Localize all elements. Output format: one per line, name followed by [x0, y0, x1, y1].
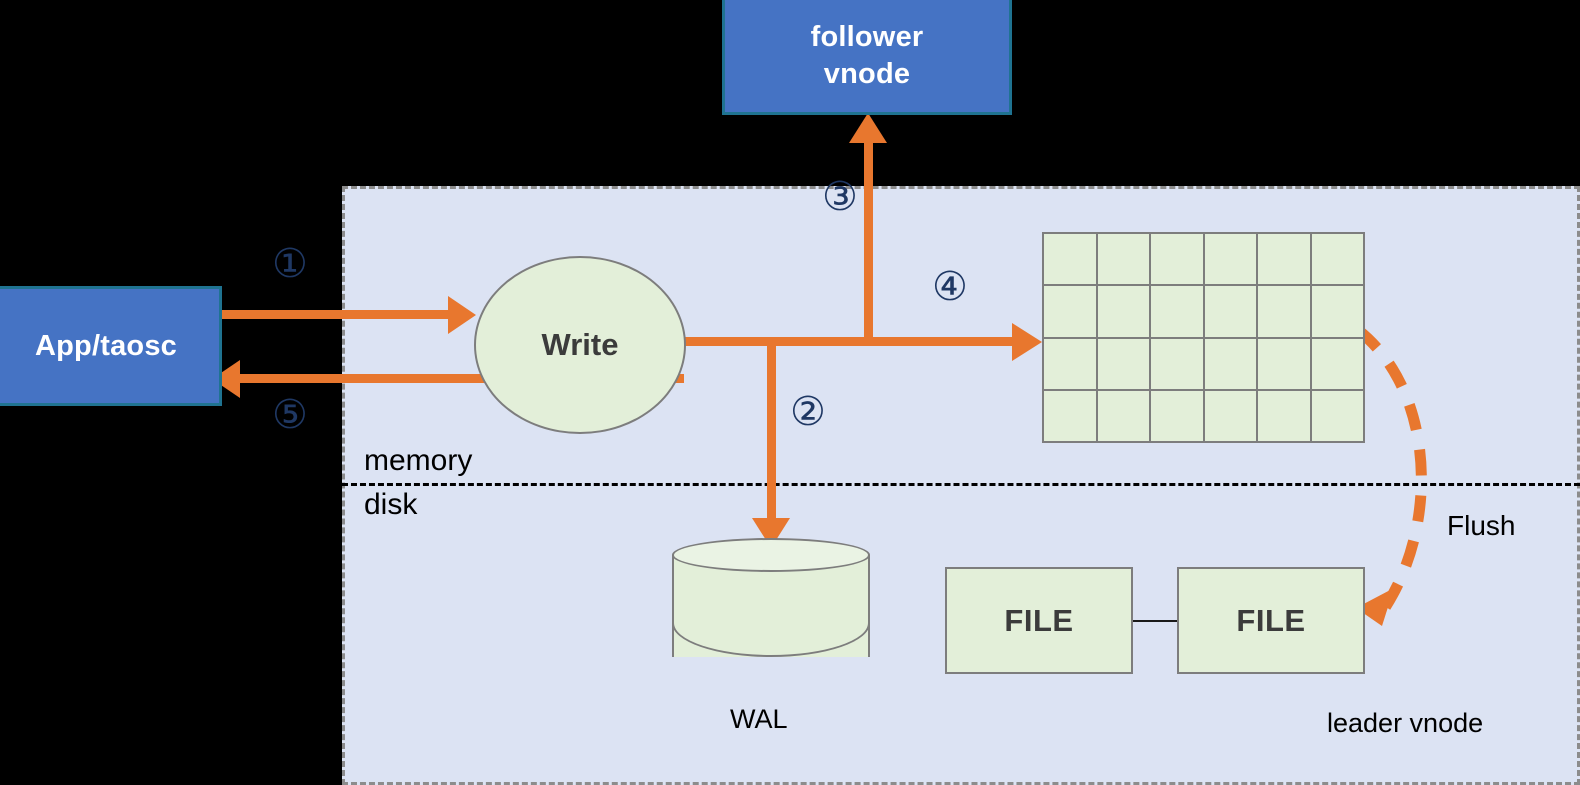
flush-label: Flush: [1447, 510, 1516, 541]
memtable-cell: [1311, 234, 1363, 285]
memtable-cell: [1258, 338, 1310, 389]
step-marker-2: ②: [790, 389, 826, 435]
app-taosc-box[interactable]: App/taosc: [0, 286, 222, 406]
follower-vnode-box[interactable]: follower vnode: [722, 0, 1012, 115]
flow-line-write-to-follower: [864, 140, 873, 341]
memtable-cell: [1258, 234, 1310, 285]
file-connector-line: [1133, 620, 1177, 622]
memtable-cell: [1097, 234, 1149, 285]
write-node-label: Write: [541, 327, 619, 362]
memtable-cell: [1204, 338, 1256, 389]
follower-vnode-label-line2: vnode: [823, 57, 911, 90]
flow-line-write-to-memtable: [682, 337, 1025, 346]
memtable-cell: [1044, 286, 1096, 337]
flow-line-write-to-wal: [767, 341, 776, 523]
file-box-1-label: FILE: [1004, 602, 1074, 638]
follower-vnode-label-line1: follower: [810, 21, 924, 54]
memtable-cell: [1311, 338, 1363, 389]
file-box-1[interactable]: FILE: [945, 567, 1133, 674]
memory-zone-label: memory: [364, 444, 473, 477]
app-taosc-label: App/taosc: [35, 329, 177, 362]
wal-cylinder[interactable]: [672, 538, 870, 674]
memtable-cell: [1311, 286, 1363, 337]
flush-arrow: [1354, 325, 1427, 626]
memtable-cell: [1044, 390, 1096, 441]
memtable-cell: [1204, 286, 1256, 337]
memtable-cell: [1258, 286, 1310, 337]
memtable-cell: [1151, 390, 1203, 441]
memtable-cell: [1097, 286, 1149, 337]
memtable-cell: [1097, 390, 1149, 441]
flow-line-app-to-write: [219, 310, 459, 319]
disk-zone-label: disk: [364, 488, 418, 521]
write-node[interactable]: Write: [474, 256, 686, 434]
memtable-cell: [1311, 390, 1363, 441]
memtable-cell: [1044, 234, 1096, 285]
file-box-2[interactable]: FILE: [1177, 567, 1365, 674]
memtable-cell: [1151, 234, 1203, 285]
step-marker-1: ①: [272, 241, 308, 287]
step-marker-4: ④: [932, 264, 968, 310]
flow-line-write-to-app: [224, 374, 684, 383]
memtable-cell: [1097, 338, 1149, 389]
memtable-cell: [1044, 338, 1096, 389]
arrowhead-into-write: [448, 296, 476, 334]
memtable-cell: [1151, 286, 1203, 337]
step-marker-5: ⑤: [272, 392, 308, 438]
memtable-cell: [1151, 338, 1203, 389]
memory-disk-divider: [342, 483, 1580, 486]
arrowhead-into-follower: [849, 113, 887, 143]
step-marker-3: ③: [822, 174, 858, 220]
file-box-2-label: FILE: [1236, 602, 1306, 638]
memtable-cell: [1204, 234, 1256, 285]
arrowhead-into-memtable: [1012, 323, 1042, 361]
leader-vnode-label: leader vnode: [1327, 708, 1484, 738]
memtable-cell: [1258, 390, 1310, 441]
wal-label: WAL: [730, 704, 788, 734]
memtable-grid: [1042, 232, 1365, 443]
memtable-cell: [1204, 390, 1256, 441]
cylinder-top: [672, 538, 870, 572]
